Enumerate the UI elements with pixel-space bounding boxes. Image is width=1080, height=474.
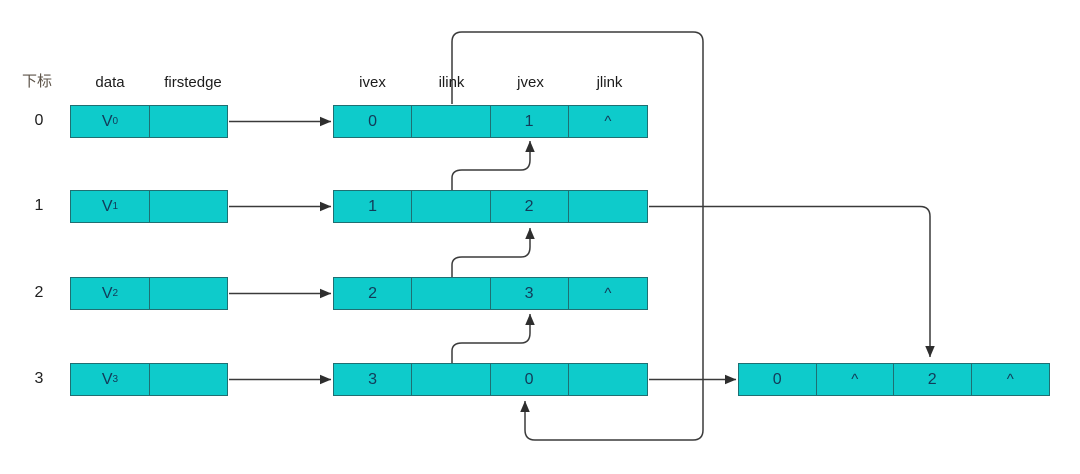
edge-node-3[interactable]: 3 0 — [333, 363, 648, 396]
edge-jlink-0: ^ — [604, 113, 612, 130]
index-label-1: 1 — [34, 197, 44, 214]
header-data: data — [95, 74, 125, 91]
edge-node-extra[interactable]: 0 ^ 2 ^ — [738, 363, 1050, 396]
header-index-cn: 下标 — [22, 73, 53, 90]
extra-jvex: 2 — [894, 364, 972, 395]
extra-jlink: ^ — [1006, 371, 1014, 388]
edge-jvex-0: 1 — [491, 106, 569, 137]
vertex-firstedge-2 — [150, 278, 227, 309]
vertex-firstedge-1 — [150, 191, 227, 222]
edge-ivex-2: 2 — [334, 278, 413, 309]
index-label-0: 0 — [34, 112, 44, 129]
edge-ilink-1 — [412, 191, 491, 222]
edge-jlink-1 — [569, 191, 647, 222]
vertex-firstedge-3 — [150, 364, 227, 395]
edge-ilink-0 — [412, 106, 491, 137]
edge-jvex-3: 0 — [491, 364, 569, 395]
header-jvex: jvex — [517, 74, 544, 91]
vertex-firstedge-0 — [150, 106, 227, 137]
edge-ivex-0: 0 — [334, 106, 413, 137]
edge-jlink-3 — [569, 364, 647, 395]
header-jlink: jlink — [596, 74, 623, 91]
edge-jvex-2: 3 — [491, 278, 569, 309]
index-label-2: 2 — [34, 284, 44, 301]
edge-ivex-1: 1 — [334, 191, 413, 222]
edge-ilink-2 — [412, 278, 491, 309]
edge-node-1[interactable]: 1 2 — [333, 190, 648, 223]
edge-ilink-3 — [412, 364, 491, 395]
header-firstedge: firstedge — [164, 74, 222, 91]
header-ilink: ilink — [438, 74, 465, 91]
edge-node-2[interactable]: 2 3 ^ — [333, 277, 648, 310]
edge-ivex-3: 3 — [334, 364, 413, 395]
header-ivex: ivex — [359, 74, 386, 91]
edge-jvex-1: 2 — [491, 191, 569, 222]
edge-jlink-2: ^ — [604, 285, 612, 302]
extra-ilink: ^ — [817, 364, 894, 395]
extra-ivex: 0 — [739, 364, 817, 395]
edge-node-0[interactable]: 0 1 ^ — [333, 105, 648, 138]
index-label-3: 3 — [34, 370, 44, 387]
